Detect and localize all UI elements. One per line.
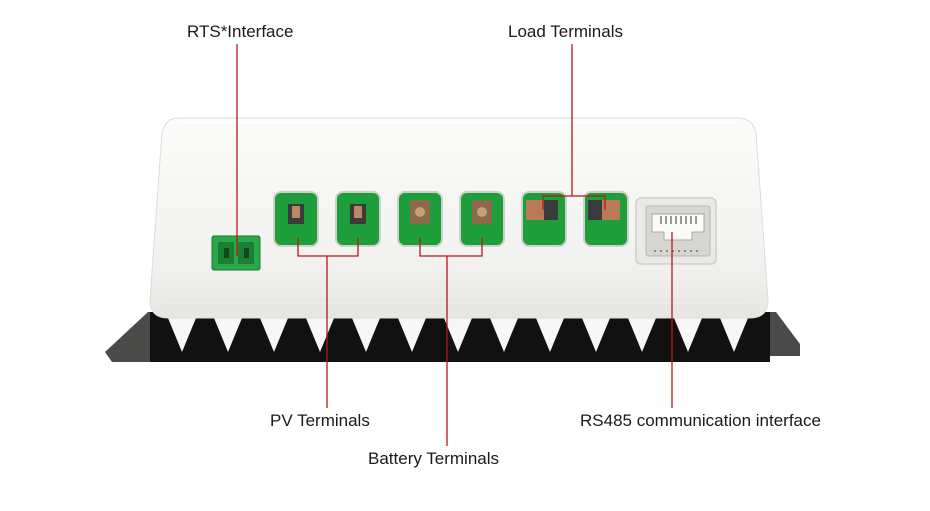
battery-terminals-label: Battery Terminals <box>368 449 500 468</box>
load-terminal-port-1 <box>521 191 567 247</box>
pv-leader-line <box>297 238 359 257</box>
load-terminals-label: Load Terminals <box>508 22 623 41</box>
heatsink-fins <box>168 318 748 352</box>
battery-terminal-port-1 <box>397 191 443 247</box>
rs485-interface-label: RS485 communication interface <box>580 411 821 430</box>
rts-connector <box>211 235 261 271</box>
battery-terminal-port-2 <box>459 191 505 247</box>
load-leader-line <box>542 195 606 210</box>
pv-terminal-port-1 <box>273 191 319 247</box>
leader-lines <box>236 44 673 446</box>
left-mounting-flange <box>105 312 160 362</box>
pv-terminals-label: PV Terminals <box>270 411 370 430</box>
rts-interface-label: RTS*Interface <box>187 22 294 41</box>
pv-terminal-port-2 <box>335 191 381 247</box>
load-terminal-port-2 <box>583 191 629 247</box>
rs485-port <box>635 197 717 265</box>
battery-leader-line <box>419 238 483 257</box>
right-mounting-flange <box>765 312 800 356</box>
